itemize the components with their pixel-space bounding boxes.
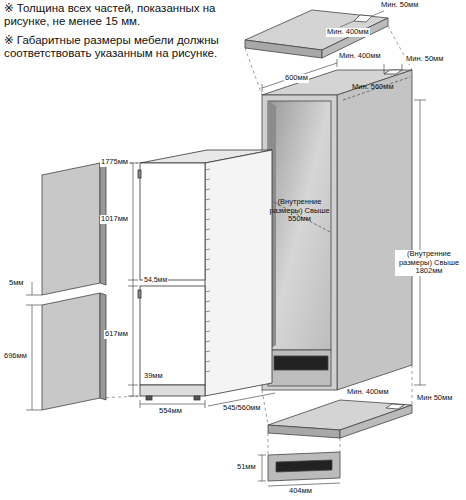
rib-mark	[205, 249, 210, 250]
cabinet-housing	[262, 70, 412, 390]
rib-mark	[205, 169, 210, 170]
dimension-label: 404мм	[288, 487, 313, 496]
rib-mark	[205, 301, 210, 302]
dimension-label: 5мм	[8, 279, 24, 288]
rib-mark	[205, 269, 210, 270]
dimension-label: 39мм	[143, 372, 164, 381]
rib-mark	[205, 229, 210, 230]
dimension-label: Мин. 400мм	[338, 52, 382, 61]
rib-mark	[205, 291, 210, 292]
dimension-label: (Внутренние размеры) Свыше 1802мм	[395, 250, 463, 276]
rib-mark	[205, 321, 210, 322]
rib-mark	[205, 311, 210, 312]
dimension-label: 54,5мм	[143, 276, 168, 284]
vent-grille	[268, 452, 340, 481]
rib-mark	[205, 351, 210, 352]
dimension-label: 554мм	[158, 407, 183, 416]
dimension-label: Мин 50мм	[416, 394, 453, 403]
dimension-lines	[262, 59, 426, 385]
rib-mark	[205, 341, 210, 342]
rib-mark	[205, 371, 210, 372]
alignment-lines	[100, 26, 412, 455]
dimension-label: (Внутренние размеры) Свыше 550мм	[269, 198, 330, 224]
rib-mark	[205, 209, 210, 210]
dimension-label: Мин. 400мм	[326, 28, 370, 37]
note-text: ※ Толщина всех частей, показанных на рис…	[4, 2, 248, 28]
dimension-label: 1017мм	[100, 215, 129, 224]
rib-mark	[205, 189, 210, 190]
rib-mark	[205, 331, 210, 332]
rib-mark	[205, 361, 210, 362]
dimension-label: Мин. 560мм	[352, 83, 394, 92]
rib-mark	[205, 219, 210, 220]
door-panels	[42, 163, 106, 410]
dimension-lines	[258, 455, 340, 486]
dimension-lines	[26, 282, 42, 410]
dimension-label: Мин. 50мм	[380, 1, 419, 10]
rib-mark	[205, 259, 210, 260]
dimension-label: Мин. 50мм	[405, 55, 444, 64]
dimension-label: 545/560мм	[222, 404, 261, 413]
dimension-label: Мин. 400мм	[346, 388, 390, 397]
dimension-lines	[128, 163, 275, 408]
dimension-label: 600мм	[284, 74, 309, 83]
dimension-label: 696мм	[3, 352, 28, 361]
top-panel	[245, 10, 388, 58]
dimension-label: 617мм	[104, 330, 129, 339]
rib-mark	[205, 179, 210, 180]
dimension-label: 51мм	[236, 463, 257, 472]
rib-mark	[205, 239, 210, 240]
bottom-panel	[268, 400, 412, 438]
note-text: ※ Габаритные размеры мебели должны соотв…	[4, 34, 248, 60]
rib-mark	[205, 199, 210, 200]
door-hinge-ribs	[205, 169, 210, 372]
dimension-label: 1775мм	[100, 158, 129, 167]
refrigerator	[138, 150, 272, 400]
